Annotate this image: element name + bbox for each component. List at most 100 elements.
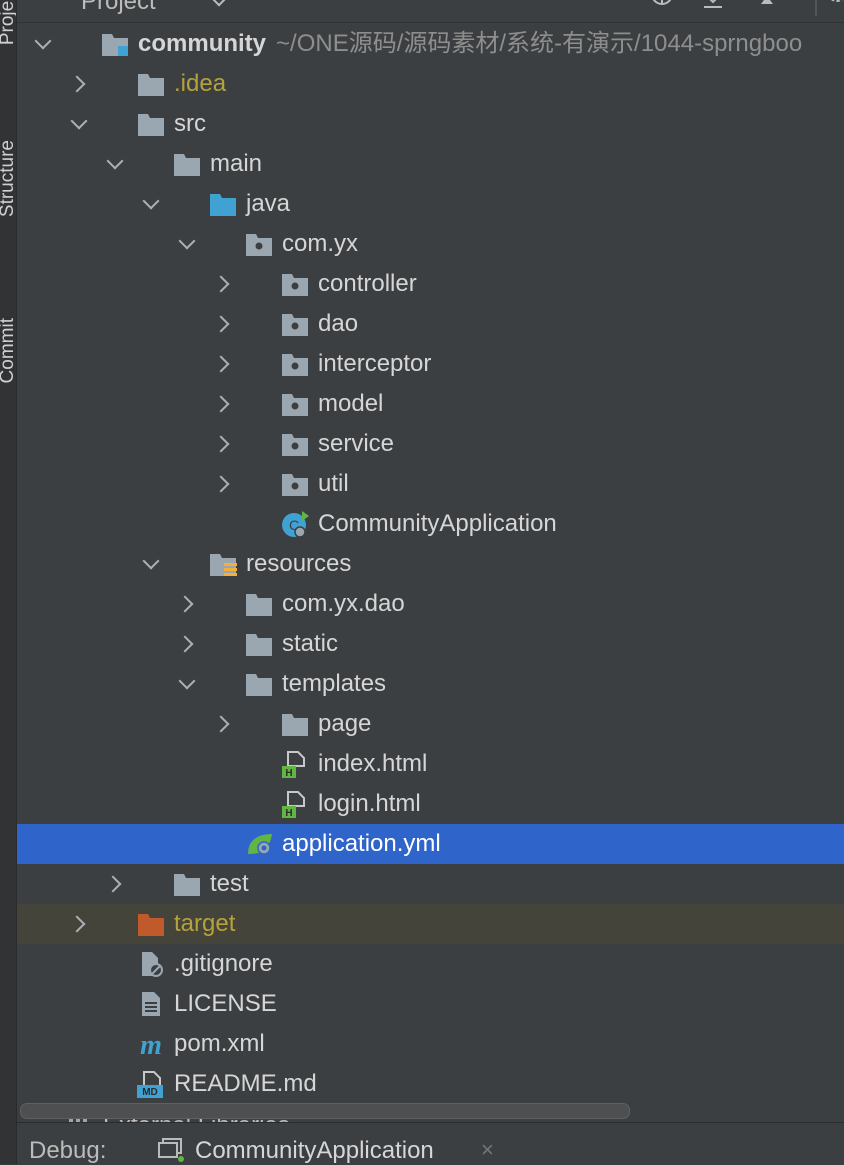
close-icon[interactable]: × [481, 1137, 494, 1162]
chevron-right-icon[interactable] [213, 395, 231, 413]
tree-row[interactable]: controller [17, 264, 844, 304]
horizontal-scrollbar[interactable] [20, 1103, 630, 1119]
spring-yml-file-icon [244, 830, 274, 858]
tree-row[interactable]: com.yx [17, 224, 844, 264]
svg-text:H: H [285, 768, 292, 778]
tree-item-label: pom.xml [174, 1030, 265, 1058]
chevron-down-icon[interactable] [210, 0, 228, 7]
chevron-right-icon[interactable] [105, 875, 123, 893]
side-tab-project[interactable]: Project [0, 0, 16, 70]
folder-icon [244, 630, 274, 658]
chevron-down-icon[interactable] [141, 195, 159, 213]
tree-row[interactable]: .idea [17, 64, 844, 104]
tree-row[interactable]: service [17, 424, 844, 464]
tree-item-text: static [282, 630, 339, 657]
side-tab-structure[interactable]: Structure [0, 140, 16, 260]
side-tab-commit[interactable]: Commit [0, 318, 16, 418]
tree-row[interactable]: dao [17, 304, 844, 344]
chevron-down-icon[interactable] [141, 555, 159, 573]
tree-item-label: templates [282, 670, 386, 698]
tree-row[interactable]: src [17, 104, 844, 144]
tree-row[interactable]: community~/ONE源码/源码素材/系统-有演示/1044-sprngb… [17, 24, 844, 64]
debug-tab-label[interactable]: CommunityApplication [195, 1137, 434, 1164]
chevron-down-icon[interactable] [69, 115, 87, 133]
tree-row[interactable]: templates [17, 664, 844, 704]
package-folder-icon [280, 350, 310, 378]
tree-item-text: util [318, 470, 349, 497]
tree-row[interactable]: interceptor [17, 344, 844, 384]
chevron-right-icon[interactable] [213, 355, 231, 373]
text-file-icon [136, 990, 166, 1018]
tree-row[interactable]: application.yml [17, 824, 844, 864]
tree-row[interactable]: .gitignore [17, 944, 844, 984]
chevron-down-icon[interactable] [177, 235, 195, 253]
tree-item-text: resources [246, 550, 352, 577]
maven-file-icon: m [136, 1030, 166, 1061]
chevron-right-icon[interactable] [177, 595, 195, 613]
tree-item-label: index.html [318, 750, 427, 778]
tree-row[interactable]: page [17, 704, 844, 744]
chevron-right-icon[interactable] [177, 635, 195, 653]
chevron-right-icon[interactable] [69, 75, 87, 93]
tree-row[interactable]: model [17, 384, 844, 424]
collapse-all-icon[interactable] [755, 0, 779, 12]
package-folder-icon [280, 310, 310, 338]
excluded-folder-icon [136, 910, 166, 938]
package-folder-icon [280, 430, 310, 458]
svg-text:C: C [289, 517, 299, 533]
tree-row[interactable]: static [17, 624, 844, 664]
folder-icon [136, 70, 166, 98]
tree-item-label: .gitignore [174, 950, 273, 978]
tree-row[interactable]: com.yx.dao [17, 584, 844, 624]
chevron-down-icon[interactable] [105, 155, 123, 173]
tree-item-text: main [210, 150, 263, 177]
svg-text:m: m [140, 1030, 162, 1058]
chevron-right-icon[interactable] [213, 315, 231, 333]
tree-row[interactable]: target [17, 904, 844, 944]
chevron-right-icon[interactable] [213, 475, 231, 493]
debug-tool-window-bar: Debug: CommunityApplication × [17, 1122, 844, 1165]
debug-label: Debug: [29, 1137, 107, 1164]
panel-title[interactable]: Project [81, 0, 156, 15]
chevron-right-icon[interactable] [213, 275, 231, 293]
chevron-down-icon[interactable] [33, 35, 51, 53]
expand-all-icon[interactable] [701, 0, 725, 12]
tree-item-label: .idea [174, 70, 226, 98]
tree-item-text: LICENSE [174, 990, 277, 1017]
tree-row[interactable]: java [17, 184, 844, 224]
tree-item-label: page [318, 710, 371, 738]
tree-item-text: community [138, 30, 267, 57]
locate-icon[interactable] [650, 0, 674, 12]
tree-item-label: src [174, 110, 206, 138]
spring-boot-class-icon: C [280, 510, 310, 538]
tree-row[interactable]: m pom.xml [17, 1024, 844, 1064]
folder-icon [244, 670, 274, 698]
tree-item-text: model [318, 390, 384, 417]
tree-row[interactable]: util [17, 464, 844, 504]
tree-item-text: java [246, 190, 291, 217]
module-folder-icon [100, 30, 130, 58]
tree-row[interactable]: test [17, 864, 844, 904]
tree-item-label: service [318, 430, 394, 458]
side-tab-structure-label: Structure [0, 140, 16, 218]
toolbar-divider [815, 0, 817, 16]
tree-row[interactable]: main [17, 144, 844, 184]
chevron-right-icon[interactable] [69, 915, 87, 933]
tree-item-text: README.md [174, 1070, 317, 1097]
tree-row[interactable]: LICENSE [17, 984, 844, 1024]
tree-item-text: src [174, 110, 206, 137]
tree-item-text: target [174, 910, 236, 937]
tree-row[interactable]: resources [17, 544, 844, 584]
gear-icon[interactable] [825, 0, 844, 12]
tree-item-text: com.yx.dao [282, 590, 405, 617]
chevron-down-icon[interactable] [177, 675, 195, 693]
chevron-right-icon[interactable] [213, 435, 231, 453]
chevron-right-icon[interactable] [213, 715, 231, 733]
source-root-folder-icon [208, 190, 238, 218]
html-file-icon: H [280, 790, 310, 819]
folder-icon [172, 150, 202, 178]
